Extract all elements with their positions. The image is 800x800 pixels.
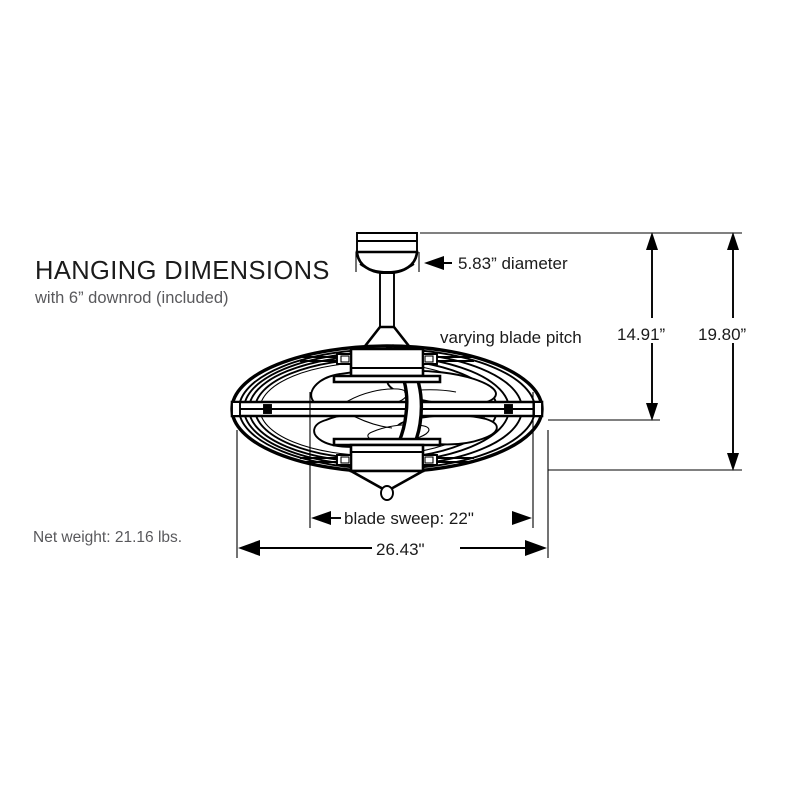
overall-height-label: 19.80”: [698, 325, 747, 344]
canopy-diameter-label: 5.83” diameter: [458, 254, 568, 273]
dimension-canopy-diameter: 5.83” diameter: [424, 254, 568, 273]
dimension-overall-height: 19.80”: [548, 232, 747, 471]
callout-blade-pitch: varying blade pitch: [440, 328, 582, 347]
overall-width-label: 26.43": [376, 540, 425, 559]
net-weight-label: Net weight: 21.16 lbs.: [33, 529, 182, 546]
page-title: HANGING DIMENSIONS: [35, 257, 330, 285]
top-hub: [300, 347, 474, 384]
canopy: [355, 232, 420, 275]
bottom-hub: [300, 437, 474, 501]
dimension-blade-sweep: blade sweep: 22": [309, 392, 534, 528]
blade-pitch-label: varying blade pitch: [440, 328, 582, 347]
downrod: [379, 272, 395, 328]
blade-sweep-label: blade sweep: 22": [344, 509, 474, 528]
height-to-blades-label: 14.91”: [617, 325, 666, 344]
page-subtitle: with 6” downrod (included): [34, 289, 229, 307]
cage-center-band: [230, 400, 544, 418]
ceiling-fan-illustration: [230, 232, 544, 501]
dimension-overall-width: 26.43": [236, 430, 549, 559]
dimension-height-to-blades: 14.91”: [420, 232, 666, 421]
